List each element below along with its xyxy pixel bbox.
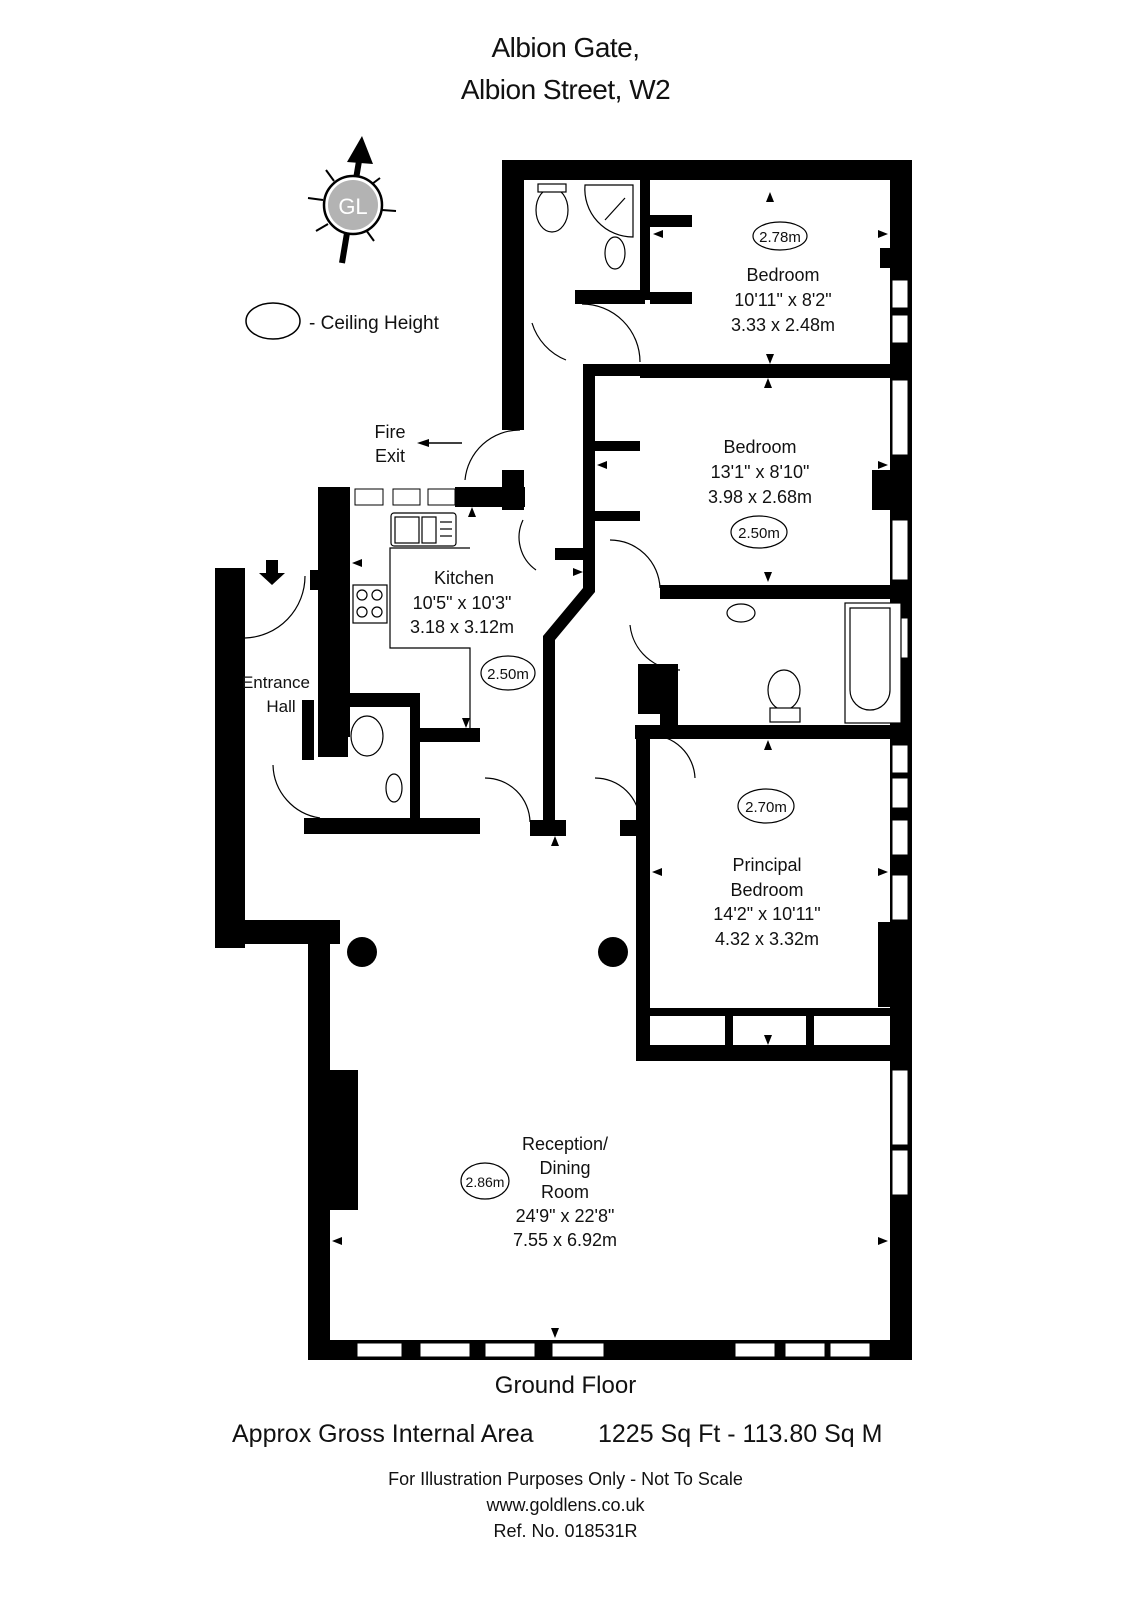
property-title-line2: Albion Street, W2 — [460, 74, 671, 105]
fixtures — [350, 183, 902, 803]
room-name: Principal — [732, 855, 801, 875]
room-imperial-dimensions: 24'9" x 22'8" — [516, 1206, 615, 1226]
room-metric-dimensions: 7.55 x 6.92m — [513, 1230, 617, 1250]
bath-icon — [849, 607, 891, 711]
measurement-markers — [332, 192, 888, 1338]
room-metric-dimensions: 4.32 x 3.32m — [715, 929, 819, 949]
legend-ceiling-height-label: - Ceiling Height — [309, 313, 440, 334]
ceiling-height-value: 2.86m — [466, 1174, 505, 1190]
toilet-icon — [767, 669, 801, 711]
entrance-arrow-icon — [259, 560, 285, 585]
gross-area-label: Approx Gross Internal Area — [232, 1420, 534, 1448]
hob-icon — [352, 584, 388, 624]
ceiling-height-value: 2.78m — [759, 229, 801, 246]
ceiling-height-badge — [730, 515, 788, 549]
room-name: Bedroom — [746, 265, 819, 285]
room-name: Reception/ — [522, 1134, 608, 1154]
ceiling-height-badge — [480, 655, 536, 691]
room-imperial-dimensions: 10'11" x 8'2" — [734, 290, 831, 310]
toilet-icon — [535, 187, 569, 233]
compass-logo-text: GL — [338, 194, 367, 219]
ceiling-height-value: 2.70m — [745, 799, 787, 816]
disclaimer: For Illustration Purposes Only - Not To … — [388, 1469, 743, 1489]
basin-icon — [726, 603, 756, 623]
room-imperial-dimensions: 10'5" x 10'3" — [413, 593, 512, 613]
room-imperial-dimensions: 14'2" x 10'11" — [713, 904, 820, 924]
basin-icon — [385, 773, 403, 803]
ceiling-height-badge — [752, 221, 808, 251]
room-name-line3: Room — [541, 1182, 589, 1202]
basin-icon — [604, 236, 626, 270]
fire-exit-arrow-icon — [417, 439, 462, 447]
room-name-line2: Hall — [266, 697, 295, 716]
room-name: Entrance — [242, 673, 310, 692]
door-swings — [244, 303, 696, 823]
toilet-icon — [350, 715, 384, 757]
shower-icon — [584, 184, 634, 238]
room-name-line2: Dining — [539, 1158, 590, 1178]
property-title-line1: Albion Gate, — [491, 32, 640, 63]
room-name: Bedroom — [723, 437, 796, 457]
ceiling-height-legend-icon — [245, 302, 301, 340]
ceiling-height-value: 2.50m — [738, 525, 780, 542]
fire-exit-label-line1: Fire — [375, 422, 406, 442]
reference-number: Ref. No. 018531R — [493, 1521, 638, 1541]
room-imperial-dimensions: 13'1" x 8'10" — [711, 462, 810, 482]
room-metric-dimensions: 3.33 x 2.48m — [731, 315, 835, 335]
floor-label: Ground Floor — [494, 1372, 637, 1399]
website-link[interactable]: www.goldlens.co.uk — [486, 1495, 645, 1515]
room-name-line2: Bedroom — [730, 880, 803, 900]
north-arrow-compass-icon: GL — [307, 136, 397, 264]
room-name: Kitchen — [434, 568, 494, 588]
ceiling-height-value: 2.50m — [487, 666, 529, 683]
ceiling-height-badge — [737, 788, 795, 824]
room-metric-dimensions: 3.98 x 2.68m — [708, 487, 812, 507]
walls — [215, 160, 912, 1360]
fire-exit-label-line2: Exit — [375, 446, 405, 466]
ceiling-height-badge — [460, 1162, 510, 1200]
gross-area-value: 1225 Sq Ft - 113.80 Sq M — [598, 1420, 883, 1448]
room-metric-dimensions: 3.18 x 3.12m — [410, 617, 514, 637]
